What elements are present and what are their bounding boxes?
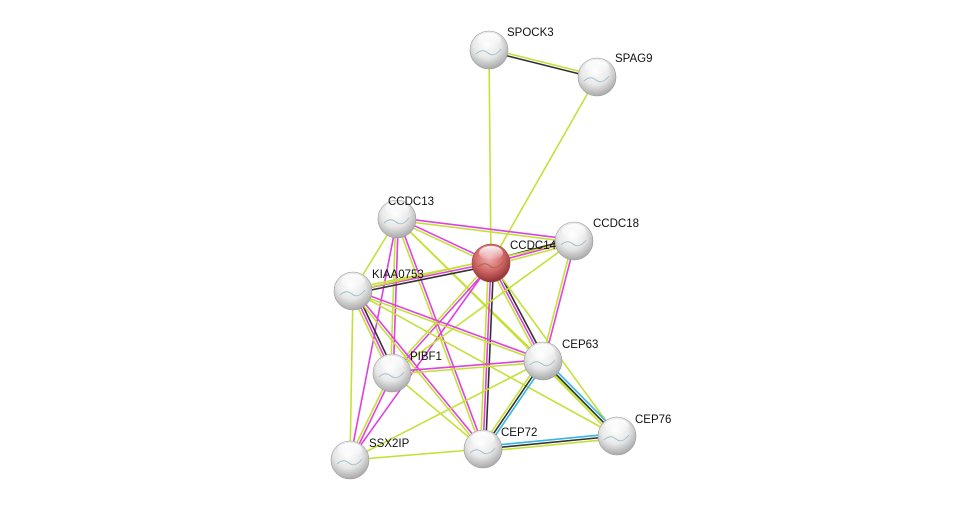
edge-ccdc13-ccdc18[interactable]	[396, 216, 575, 244]
edge-ccdc18-cep63[interactable]	[540, 240, 577, 362]
edge-cep63-ssx2ip[interactable]	[349, 360, 544, 461]
edge-line-coexpression	[484, 263, 495, 450]
edge-line-coexpression	[353, 264, 492, 295]
edge-line-experiments	[397, 216, 575, 241]
node-layer: SPOCK3SPAG9CCDC13CCDC18CCDC14KIAA0753PIB…	[330, 27, 671, 480]
node-pibf1[interactable]: PIBF1	[372, 351, 442, 393]
node-spag9[interactable]: SPAG9	[577, 53, 653, 97]
node-ccdc13[interactable]: CCDC13	[377, 196, 434, 239]
edge-line-textmining	[392, 361, 544, 376]
node-highlight	[385, 202, 409, 216]
edge-ccdc14-pibf1[interactable]	[390, 261, 493, 375]
node-highlight	[341, 274, 365, 288]
edge-cep72-cep76[interactable]	[482, 432, 618, 453]
edge-line-experiments	[543, 241, 577, 362]
node-label: PIBF1	[410, 351, 442, 363]
node-label: CCDC14	[510, 240, 557, 252]
node-label: SPOCK3	[507, 27, 554, 39]
edge-ccdc14-ssx2ip[interactable]	[349, 262, 492, 461]
node-label: SSX2IP	[369, 438, 410, 450]
protein-structure-icon	[475, 48, 502, 56]
edge-cep72-ssx2ip[interactable]	[349, 448, 484, 461]
edge-ccdc13-pibf1[interactable]	[389, 218, 400, 374]
node-cep72[interactable]: CEP72	[463, 427, 537, 469]
node-highlight	[585, 60, 609, 74]
edge-line-textmining	[395, 219, 483, 450]
protein-structure-icon	[336, 458, 363, 466]
edge-spock3-ccdc14[interactable]	[488, 49, 492, 264]
edge-pibf1-cep72[interactable]	[391, 372, 484, 450]
edge-line-textmining	[391, 240, 575, 374]
edge-line-experiments	[482, 262, 492, 450]
edge-kiaa0753-ssx2ip[interactable]	[349, 290, 354, 461]
edge-line-textmining	[390, 261, 491, 373]
edge-line-textmining	[352, 291, 543, 363]
edge-line-textmining	[349, 360, 544, 461]
edge-line-experiments	[353, 289, 544, 361]
edge-kiaa0753-cep76[interactable]	[352, 290, 618, 437]
edge-line-textmining	[540, 240, 574, 361]
edge-ccdc14-cep72[interactable]	[479, 262, 495, 450]
node-ccdc18[interactable]: CCDC18	[554, 218, 639, 261]
edge-ccdc18-kiaa0753[interactable]	[352, 240, 575, 292]
node-highlight	[479, 246, 503, 260]
node-ssx2ip[interactable]: SSX2IP	[330, 438, 410, 480]
protein-structure-icon	[339, 289, 366, 297]
edge-pibf1-cep63[interactable]	[391, 358, 544, 376]
node-label: CEP72	[501, 427, 537, 439]
edge-line-textmining	[349, 290, 354, 461]
protein-structure-icon	[583, 75, 610, 83]
node-label: CCDC18	[593, 218, 639, 230]
node-label: CCDC13	[388, 196, 434, 208]
edge-line-textmining	[352, 290, 618, 437]
edge-line-textmining	[488, 49, 492, 264]
edge-line-textmining	[351, 291, 483, 451]
node-spock3[interactable]: SPOCK3	[469, 27, 554, 70]
edge-line-experiments	[391, 358, 543, 373]
edge-line-textmining	[483, 437, 618, 453]
protein-structure-icon	[603, 434, 630, 442]
edge-line-textmining	[396, 219, 574, 244]
node-label: CEP76	[635, 414, 671, 426]
node-label: CEP63	[562, 339, 598, 351]
protein-structure-icon	[383, 217, 410, 225]
node-kiaa0753[interactable]: KIAA0753	[333, 269, 424, 311]
edge-line-textmining	[352, 240, 575, 292]
edge-line-databases	[482, 432, 617, 448]
protein-structure-icon	[378, 371, 405, 379]
node-cep63[interactable]: CEP63	[523, 339, 598, 381]
edge-kiaa0753-cep63[interactable]	[352, 289, 544, 363]
edge-line-textmining	[479, 262, 490, 449]
node-ccdc14[interactable]: CCDC14	[471, 240, 557, 283]
node-highlight	[471, 432, 495, 446]
edge-line-experiments	[392, 219, 400, 374]
edge-line-experiments	[392, 263, 493, 375]
protein-structure-icon	[560, 239, 587, 247]
edge-line-textmining	[349, 448, 484, 461]
protein-structure-icon	[529, 359, 556, 367]
edge-line-textmining	[391, 372, 484, 450]
protein-structure-icon	[477, 261, 504, 269]
node-label: KIAA0753	[372, 269, 424, 281]
node-highlight	[477, 33, 501, 47]
node-highlight	[380, 356, 404, 370]
node-cep76[interactable]: CEP76	[597, 414, 671, 456]
node-label: SPAG9	[615, 53, 653, 65]
edge-line-experiments	[349, 262, 492, 461]
node-highlight	[338, 443, 362, 457]
node-highlight	[605, 419, 629, 433]
node-highlight	[531, 344, 555, 358]
edge-ccdc18-pibf1[interactable]	[391, 240, 575, 374]
edge-line-textmining	[389, 218, 397, 373]
edge-line-coexpression	[482, 435, 618, 450]
node-highlight	[562, 224, 586, 238]
protein-structure-icon	[469, 447, 496, 455]
